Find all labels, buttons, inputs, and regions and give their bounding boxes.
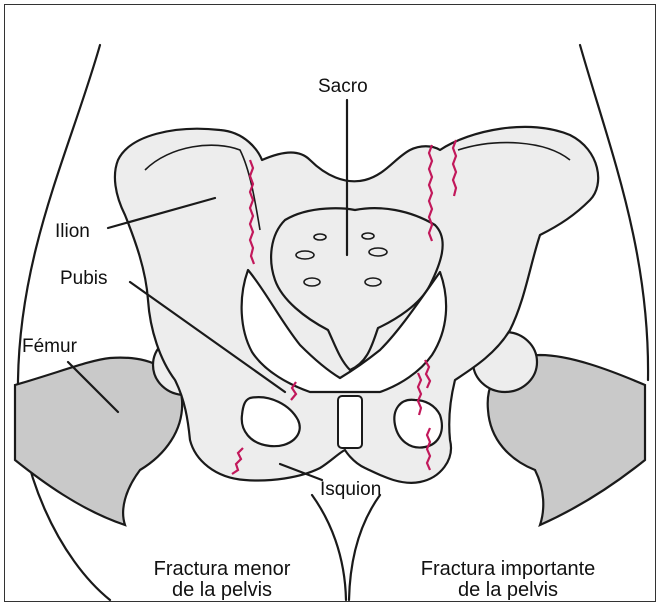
label-pubis: Pubis [60,268,108,289]
caption-left-line1: Fractura menor [154,558,291,580]
caption-right-line1: Fractura importante [421,558,596,580]
body-outline-left [18,45,110,600]
caption-right-line2: de la pelvis [458,579,558,601]
label-sacro: Sacro [318,76,368,97]
obturator-foramen-right [394,400,441,448]
label-femur: Fémur [22,336,78,357]
thigh-gap-right [349,495,380,600]
body-outline-right [580,45,648,380]
thigh-gap-left [312,495,346,600]
caption-left-line2: de la pelvis [172,579,272,601]
label-ilion: Ilion [55,221,90,242]
pubic-symphysis [338,396,362,448]
label-isquion: Isquion [320,479,381,500]
